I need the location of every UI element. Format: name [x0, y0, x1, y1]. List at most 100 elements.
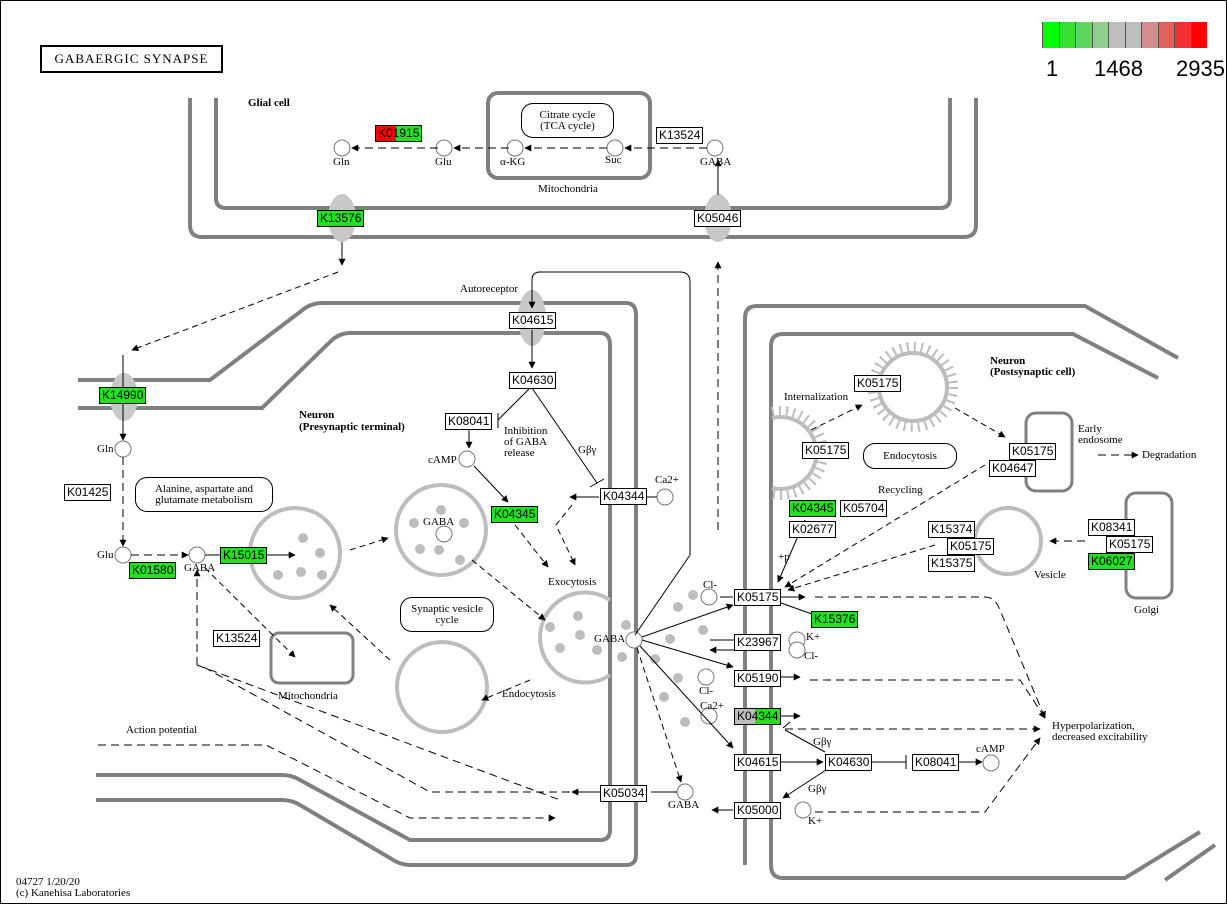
gene-box[interactable]: K05175 [1009, 443, 1057, 460]
legend-color-scale [1042, 22, 1207, 48]
gene-box[interactable]: K05704 [840, 500, 888, 517]
pathway-endocytosis[interactable]: Endocytosis [863, 443, 957, 469]
cl-label-2: Cl- [804, 650, 819, 662]
legend-swatch [1174, 22, 1191, 48]
gene-box[interactable]: K05034 [600, 785, 648, 802]
gene-box[interactable]: K05175 [734, 589, 782, 606]
gene-box[interactable]: K08341 [1088, 519, 1136, 536]
gaba-glial-label: GABA [700, 156, 732, 168]
legend-swatch [1108, 22, 1125, 48]
gaba-dots [273, 505, 708, 727]
postsyn-membrane-bottom [769, 830, 1202, 880]
legend-min-label: 1 [1046, 56, 1059, 81]
mitochondria-top [486, 91, 652, 180]
postsyn-membrane-outer [743, 304, 1179, 865]
footer: 04727 1/20/20 (c) Kanehisa Laboratories [16, 877, 130, 899]
legend-swatch [1042, 22, 1059, 48]
gene-box[interactable]: K04344 [600, 488, 648, 505]
gene-box[interactable]: K01425 [64, 484, 112, 501]
gene-box[interactable]: K23967 [734, 634, 782, 651]
presyn-label-2: (Presynaptic terminal) [299, 421, 405, 433]
glial-membrane-inner [214, 98, 952, 210]
ca-presyn-label: Ca2+ [655, 474, 679, 486]
footer-copyright: (c) Kanehisa Laboratories [16, 887, 131, 899]
ca-post-label: Ca2+ [700, 700, 724, 712]
golgi-label: Golgi [1134, 604, 1160, 616]
glu-presyn-label: Glu [97, 549, 114, 561]
postsyn-label-2: (Postsynaptic cell) [990, 366, 1076, 378]
gene-box[interactable]: K04344 [734, 708, 782, 725]
legend-mid-label: 1468 [1094, 56, 1143, 81]
membranes [78, 91, 1217, 882]
gene-box[interactable]: K08041 [912, 754, 960, 771]
gene-box[interactable]: K14990 [99, 387, 147, 404]
gene-box[interactable]: K04615 [734, 754, 782, 771]
legend-max-label: 2935 [1176, 56, 1225, 81]
gaba-reuptake-label: GABA [668, 799, 700, 811]
cl-label-3: Cl- [699, 685, 714, 697]
camp-post-label: cAMP [976, 743, 1005, 755]
gene-box[interactable]: K05175 [802, 442, 850, 459]
gene-box[interactable]: K05046 [694, 210, 742, 227]
footer-map-id: 04727 1/20/20 [16, 876, 80, 888]
gene-box[interactable]: K05190 [734, 670, 782, 687]
legend-swatch [1190, 22, 1207, 48]
gene-box[interactable]: K05175 [1106, 536, 1154, 553]
gaba-cleft-label: GABA [594, 633, 626, 645]
suc-label: Suc [605, 154, 622, 166]
gene-box[interactable]: K06027 [1088, 553, 1136, 570]
action-potential-label: Action potential [126, 724, 198, 736]
vesicles [248, 351, 1043, 734]
legend-swatch [1091, 22, 1108, 48]
gene-box[interactable]: K13576 [317, 210, 365, 227]
gene-box[interactable]: K04345 [789, 500, 837, 517]
glu-glial-label: Glu [435, 156, 452, 168]
pathway-synaptic-vesicle-cycle[interactable]: Synaptic vesicle cycle [400, 597, 494, 632]
legend-swatch [1058, 22, 1075, 48]
gln-presyn-label: Gln [97, 443, 114, 455]
gene-box[interactable]: K13524 [656, 127, 704, 144]
gby-post-label-2: Gβγ [808, 783, 827, 795]
gene-box[interactable]: K04345 [491, 506, 539, 523]
hyperpolarization-label: Hyperpolarization, decreased excitabilit… [1052, 720, 1148, 743]
gene-box[interactable]: K04647 [989, 460, 1037, 477]
gene-box[interactable]: K02677 [789, 521, 837, 538]
gene-box[interactable]: K04630 [509, 372, 557, 389]
pathway-tca-cycle[interactable]: Citrate cycle (TCA cycle) [521, 103, 614, 138]
presyn-membrane-inner [78, 331, 612, 842]
gene-box[interactable]: K15015 [220, 547, 268, 564]
akg-label: α-KG [500, 156, 526, 168]
gaba-presyn-label: GABA [184, 562, 216, 574]
glial-membrane-outer [188, 98, 978, 239]
gene-box[interactable]: K15375 [928, 555, 976, 572]
gene-box[interactable]: K01915 [375, 125, 423, 142]
mitochondria-bottom-label: Mitochondria [278, 690, 338, 702]
clathrin-coat [770, 342, 958, 500]
gaba-vesicle-label: GABA [423, 516, 455, 528]
internalization-label: Internalization [784, 391, 849, 403]
plus-p-label: +p [778, 551, 790, 563]
gene-box[interactable]: K08041 [445, 413, 493, 430]
gene-box[interactable]: K04630 [825, 754, 873, 771]
endocytosis-presyn-label: Endocytosis [502, 688, 556, 700]
compounds [114, 139, 1000, 819]
gene-box[interactable]: K05175 [854, 375, 902, 392]
gene-box[interactable]: K04615 [509, 312, 557, 329]
gene-box[interactable]: K15376 [811, 611, 859, 628]
gene-box[interactable]: K05000 [734, 802, 782, 819]
degradation-label: Degradation [1142, 449, 1197, 461]
legend-swatch [1124, 22, 1141, 48]
cl-label-1: Cl- [703, 579, 718, 591]
gene-box[interactable]: K05175 [947, 538, 995, 555]
postsyn-membrane-bottom2 [1163, 843, 1217, 882]
pathway-ala-asp-glu-metabolism[interactable]: Alanine, aspartate and glutamate metabol… [135, 477, 273, 512]
autoreceptor-label: Autoreceptor [460, 283, 519, 295]
gene-box[interactable]: K15374 [928, 521, 976, 538]
gene-box[interactable]: K01580 [129, 562, 177, 579]
vesicle-label: Vesicle [1034, 569, 1066, 581]
mitochondria-top-label: Mitochondria [538, 183, 598, 195]
gene-box[interactable]: K13524 [213, 630, 261, 647]
edges [98, 144, 1139, 822]
exocytosis-label: Exocytosis [548, 576, 597, 588]
